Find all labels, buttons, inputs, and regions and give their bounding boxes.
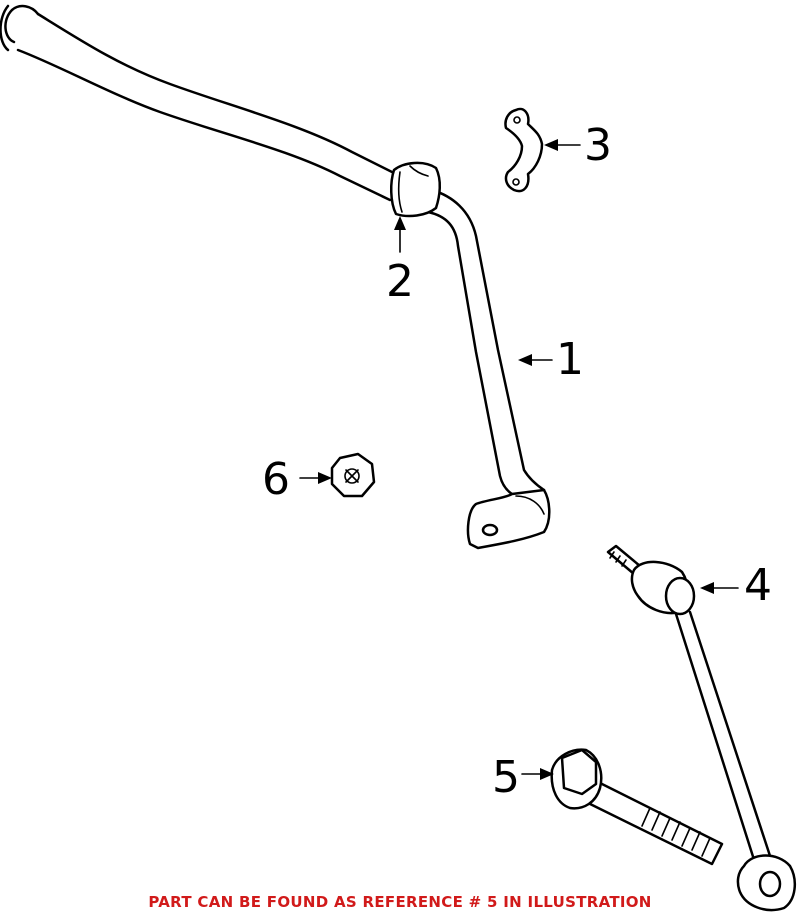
stabilizer-bar: [0, 4, 551, 550]
callout-number-3: 3: [584, 120, 612, 171]
callout-3-leader: [544, 139, 581, 151]
bolt: [550, 748, 724, 866]
nut: [330, 452, 376, 498]
callout-number-5: 5: [492, 752, 520, 803]
callout-number-2: 2: [386, 256, 414, 307]
stabilizer-link: [606, 544, 797, 912]
callout-number-6: 6: [262, 454, 290, 505]
callout-number-4: 4: [744, 560, 772, 611]
bar-bushing: [390, 161, 441, 218]
callout-1-leader: [518, 354, 553, 366]
callout-2-leader: [394, 216, 406, 253]
callout-number-1: 1: [556, 334, 584, 385]
callout-4-leader: [700, 582, 739, 594]
reference-note: PART CAN BE FOUND AS REFERENCE # 5 IN IL…: [148, 893, 652, 911]
bushing-clamp: [504, 107, 544, 193]
callout-5-leader: [521, 768, 554, 780]
callout-6-leader: [299, 472, 332, 484]
